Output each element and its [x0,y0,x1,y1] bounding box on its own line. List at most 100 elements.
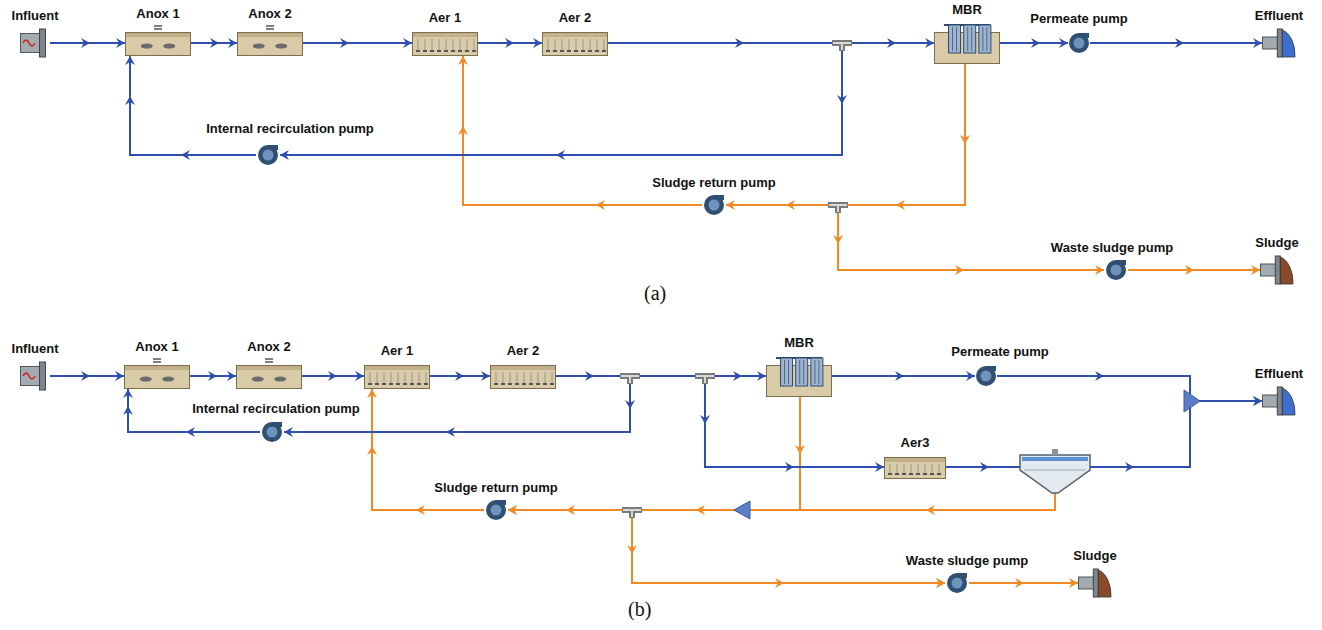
unit-label: Internal recirculation pump [190,401,362,416]
aerobic-tank: Aer 2 [542,30,608,56]
membrane-tank-icon [934,22,1000,64]
tee-splitter [620,376,640,384]
membrane-tank-icon [766,355,832,397]
pump-symbol-icon [1104,260,1128,280]
pump-symbol-icon [260,422,284,442]
flow-line [556,376,884,467]
flow-line [997,376,1262,401]
unit-label: Sludge return pump [432,480,560,495]
unit-label: Influent [10,341,61,356]
unit-label: Aer 1 [379,343,416,358]
anoxic-tank: Anox 2 [236,363,302,389]
unit-label-holder: Aer3 [899,433,932,451]
unit-label: Aer 1 [427,10,464,25]
effluent-symbol: Effluent [1262,386,1296,416]
unit-label-holder: Effluent [1253,364,1305,382]
unit-label: MBR [782,335,816,350]
unit-label: Sludge return pump [650,175,778,190]
panel-label-holder: (a) [642,282,668,304]
unit-label: Sludge [1071,548,1118,563]
flow-line [632,397,945,583]
flow-line [130,56,256,155]
unit-label: Anox 1 [133,339,180,354]
unit-label: Aer3 [899,435,932,450]
unit-label-holder: Internal recirculation pump [204,119,376,137]
flow-line [508,467,1055,510]
pump-symbol-icon [1068,33,1090,53]
influent-symbol-icon [20,28,50,58]
unit-label-holder: Permeate pump [1028,9,1130,27]
unit-label: Permeate pump [1028,11,1130,26]
pump-symbol: Permeate pump [1068,33,1090,53]
influent-symbol: Influent [20,28,50,58]
membrane-tank: MBR [934,22,1000,64]
flow-line [280,43,842,155]
stream-merger [1184,390,1200,412]
clarifier [1020,449,1090,493]
anoxic-tank-icon [237,30,303,56]
panel-label-holder: (b) [626,598,653,620]
influent-symbol-icon [20,361,50,391]
flow-chevrons [81,38,1194,588]
anoxic-tank: Anox 1 [124,363,190,389]
unit-label-holder: Sludge [1071,546,1118,564]
unit-label: Effluent [1253,366,1305,381]
unit-label: Sludge [1253,235,1300,250]
unit-label: Internal recirculation pump [204,121,376,136]
effluent-symbol-icon [1262,386,1296,416]
aerobic-tank-icon [412,30,478,56]
unit-label-holder: Influent [10,339,61,357]
pump-symbol-icon [256,145,280,165]
unit-label-holder: Internal recirculation pump [190,399,362,417]
pump-symbol-icon [484,500,508,520]
unit-label-holder: Aer 2 [505,341,542,359]
pump-symbol: Waste sludge pump [1104,260,1128,280]
unit-label-holder: Waste sludge pump [904,551,1030,569]
pump-symbol: Waste sludge pump [945,573,969,593]
aerobic-tank: Aer3 [884,455,946,479]
unit-label-holder: Sludge return pump [432,478,560,496]
unit-label-holder: Anox 2 [246,4,293,22]
unit-label-holder: Permeate pump [949,342,1051,360]
anoxic-tank-icon [236,363,302,389]
flow-line [1090,42,1262,44]
aerobic-tank-icon [364,363,430,389]
influent-symbol: Influent [20,361,50,391]
unit-label-holder: Effluent [1253,6,1305,24]
pump-symbol: Internal recirculation pump [260,422,284,442]
unit-label-holder: MBR [950,0,984,18]
unit-label-holder: Influent [10,6,61,24]
unit-label-holder: Aer 1 [379,341,416,359]
anoxic-tank-icon [124,363,190,389]
panel-label: (b) [626,598,653,620]
unit-label: Anox 1 [134,6,181,21]
anoxic-tank: Anox 1 [125,30,191,56]
unit-label: MBR [950,2,984,17]
tee-splitter [828,205,848,213]
flow-line [303,42,412,44]
sludge-outlet-icon [1260,255,1294,285]
unit-label: Anox 2 [246,6,293,21]
unit-label-holder: Aer 1 [427,8,464,26]
unit-label: Waste sludge pump [904,553,1030,568]
membrane-tank: MBR [766,355,832,397]
unit-label-holder: Sludge return pump [650,173,778,191]
anoxic-tank-icon [125,30,191,56]
sludge-outlet: Sludge [1078,568,1112,598]
pump-symbol-icon [945,573,969,593]
flow-line [946,401,1262,467]
sludge-outlet: Sludge [1260,255,1294,285]
unit-label: Permeate pump [949,344,1051,359]
panel-label: (a) [642,282,668,304]
unit-label: Anox 2 [245,339,292,354]
unit-label-holder: Sludge [1253,233,1300,251]
unit-label-holder: Anox 1 [133,337,180,355]
stream-merger [734,501,750,519]
effluent-symbol: Effluent [1262,28,1296,58]
unit-label-holder: Anox 2 [245,337,292,355]
unit-label: Influent [10,8,61,23]
pump-symbol: Sludge return pump [702,195,726,215]
unit-label-holder: MBR [782,333,816,351]
flow-line [632,467,1055,583]
